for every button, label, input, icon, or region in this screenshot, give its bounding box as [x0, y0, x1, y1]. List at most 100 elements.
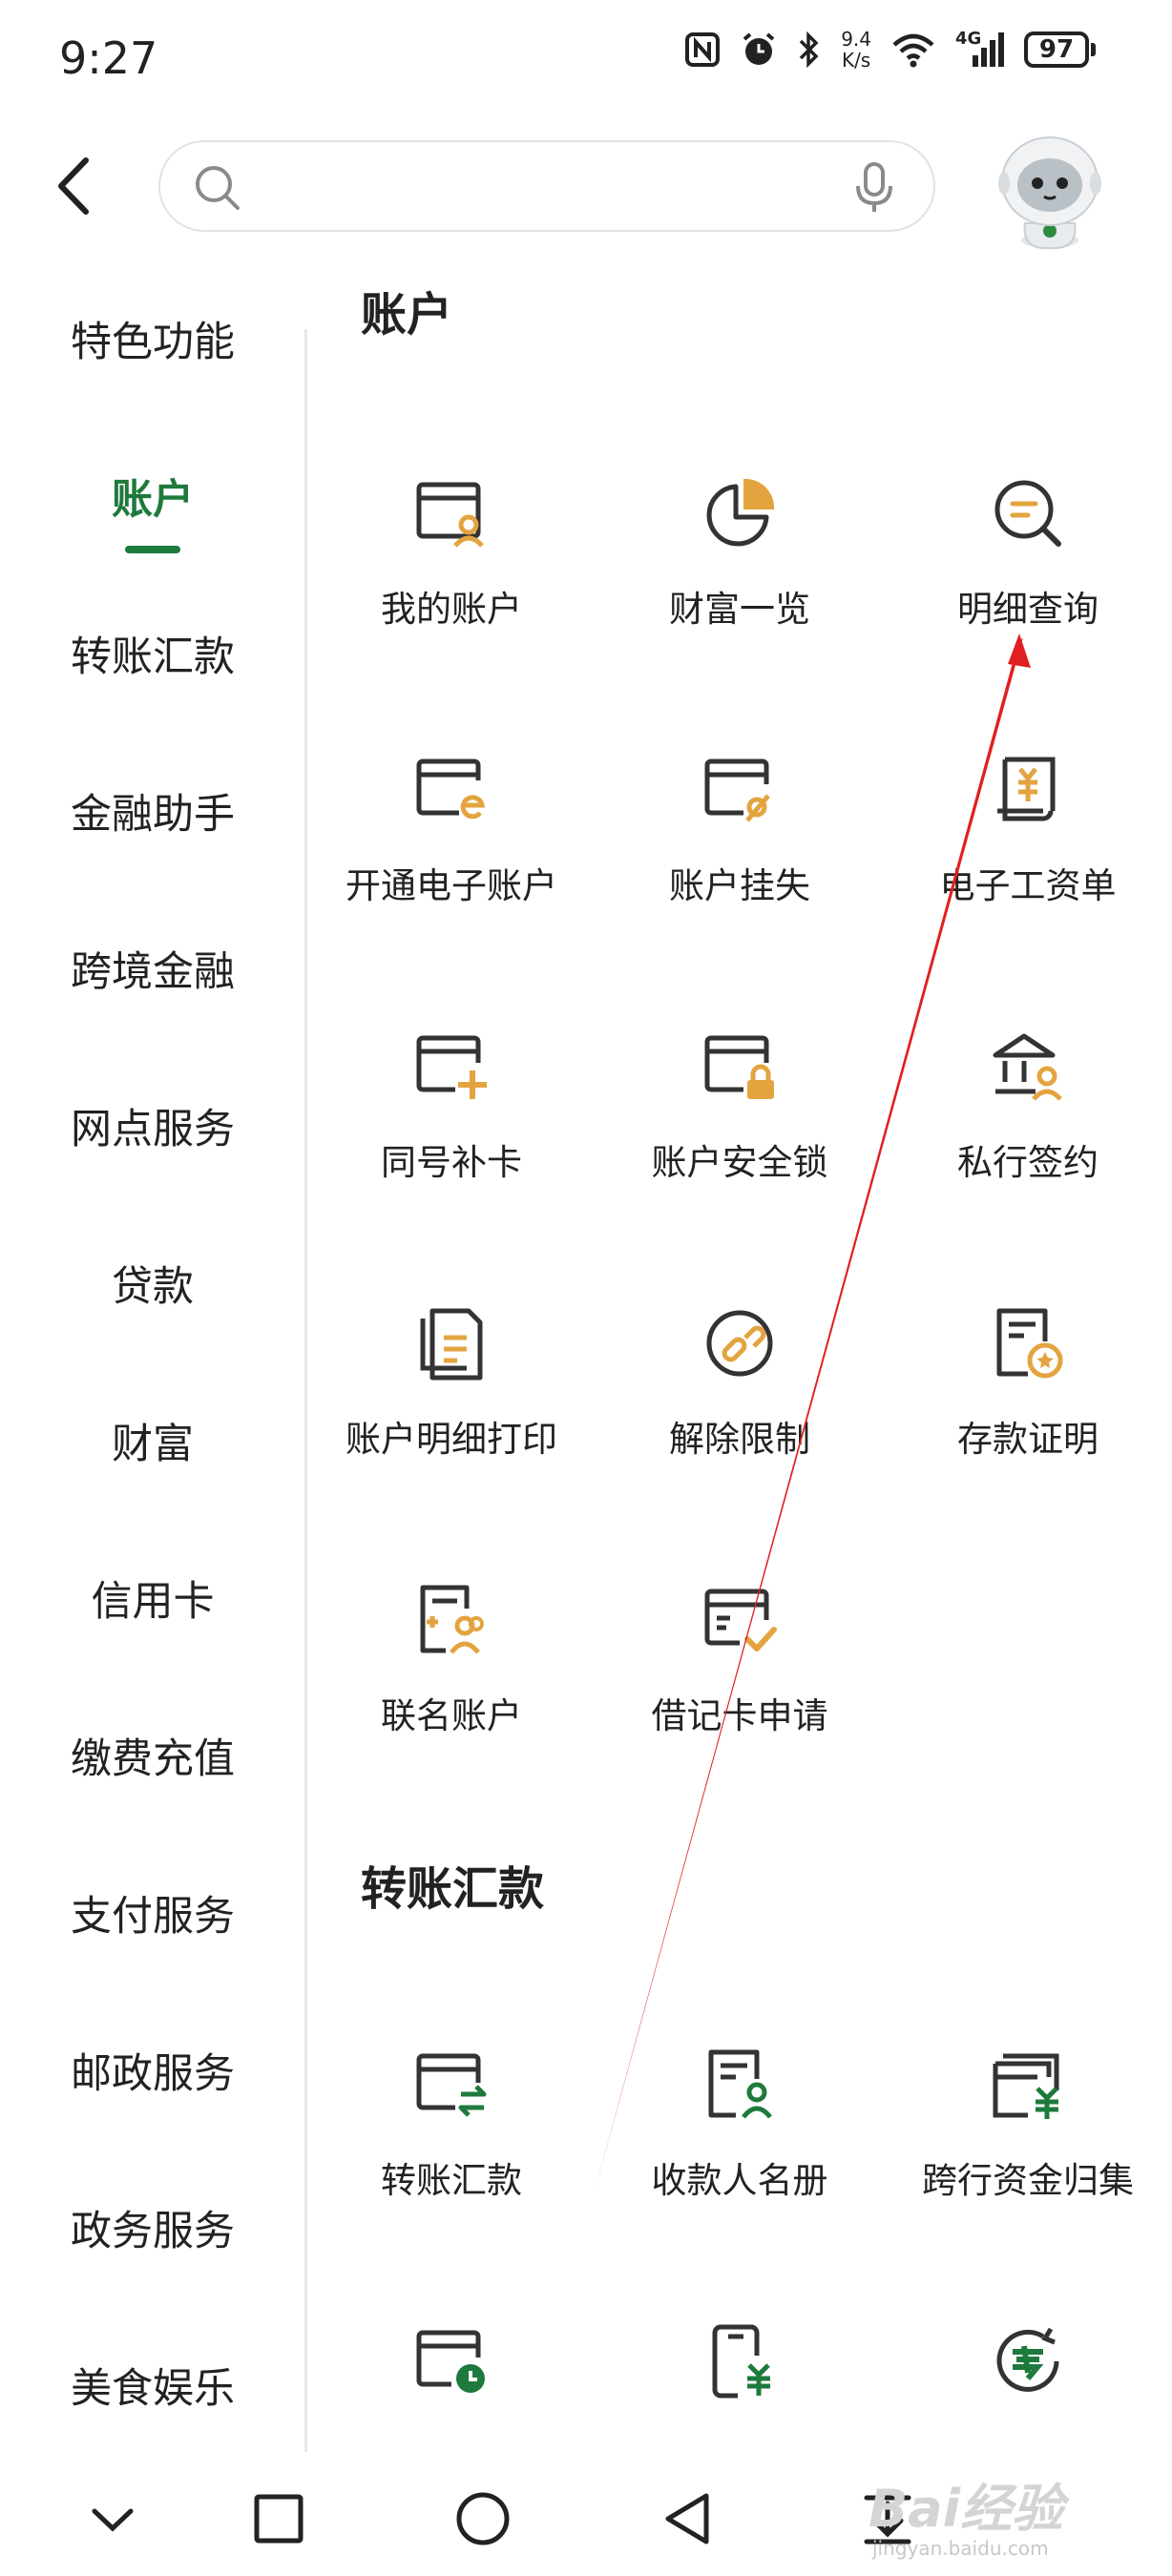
- download-tray-icon[interactable]: [849, 2481, 926, 2557]
- service-phone-transfer[interactable]: [596, 2323, 884, 2452]
- recents-square-icon[interactable]: [241, 2481, 317, 2557]
- battery-icon: 97: [1024, 31, 1096, 68]
- service-postal-remit[interactable]: [884, 2323, 1172, 2452]
- service-debit-card-apply[interactable]: 借记卡申请: [596, 1582, 884, 1801]
- account-card-user-icon: [416, 482, 484, 548]
- unlock-restriction-icon: [706, 1310, 773, 1377]
- category-nav: 特色功能 账户 转账汇款 金融助手 跨境金融 网点服务 贷款 财富 信用卡 缴费…: [0, 277, 305, 2452]
- nav-item-account[interactable]: 账户: [112, 476, 194, 524]
- service-label: 账户安全锁: [651, 1142, 828, 1183]
- watermark: Bai经验 jingyan.baidu.com: [869, 2466, 1136, 2571]
- service-fund-collection[interactable]: 跨行资金归集: [884, 2046, 1172, 2266]
- documents-print-icon: [420, 1308, 483, 1381]
- service-label: 收款人名册: [651, 2160, 828, 2201]
- service-wealth-overview[interactable]: 财富一览: [596, 475, 884, 695]
- service-label: 私行签约: [957, 1142, 1099, 1183]
- service-label: 借记卡申请: [651, 1695, 828, 1736]
- nav-item-loan[interactable]: 贷款: [112, 1263, 194, 1311]
- service-scheduled-transfer[interactable]: [307, 2323, 596, 2452]
- active-nav-indicator: [125, 546, 180, 553]
- nav-item-cross-border[interactable]: 跨境金融: [71, 948, 235, 996]
- service-e-payslip[interactable]: 电子工资单: [884, 752, 1172, 971]
- nav-item-finance-assistant[interactable]: 金融助手: [71, 791, 235, 839]
- net-speed: 9.4 K/s: [841, 28, 871, 72]
- service-detail-query[interactable]: 明细查询: [884, 475, 1172, 695]
- service-label: 账户挂失: [669, 865, 810, 906]
- service-label: 联名账户: [381, 1695, 522, 1736]
- nav-item-wealth[interactable]: 财富: [112, 1421, 194, 1468]
- watermark-logo: Bai经验: [869, 2479, 1064, 2539]
- card-lock-icon: [704, 1035, 774, 1099]
- service-lift-restriction[interactable]: 解除限制: [596, 1305, 884, 1525]
- service-label: 财富一览: [669, 589, 810, 630]
- microphone-icon[interactable]: [853, 161, 895, 218]
- card-e-icon: [416, 758, 486, 820]
- service-my-account[interactable]: 我的账户: [307, 475, 596, 695]
- astronaut-mascot-icon: [998, 136, 1101, 250]
- nav-item-government-service[interactable]: 政务服务: [71, 2208, 235, 2255]
- service-report-loss[interactable]: 账户挂失: [596, 752, 884, 971]
- nav-item-featured[interactable]: 特色功能: [71, 319, 235, 366]
- cellular-signal-icon: 4G: [955, 29, 1005, 69]
- nav-item-branch-service[interactable]: 网点服务: [71, 1106, 235, 1153]
- service-joint-account[interactable]: 联名账户: [307, 1582, 596, 1801]
- fund-collection-icon: [993, 2053, 1059, 2119]
- bluetooth-icon: [797, 31, 822, 69]
- chevron-left-icon: [58, 157, 89, 215]
- status-icons: 9.4 K/s 4G 97: [684, 29, 1096, 71]
- service-account-lock[interactable]: 账户安全锁: [596, 1028, 884, 1248]
- service-payee-list[interactable]: 收款人名册: [596, 2046, 884, 2266]
- nav-item-payment-service[interactable]: 支付服务: [71, 1893, 235, 1941]
- nav-item-transfer[interactable]: 转账汇款: [71, 634, 235, 681]
- status-bar: 9:27 9.4 K/s 4G 97: [0, 0, 1172, 114]
- card-plus-icon: [416, 1035, 487, 1099]
- service-private-banking[interactable]: 私行签约: [884, 1028, 1172, 1248]
- section-title-account: 账户: [361, 288, 453, 342]
- card-transfer-icon: [416, 2053, 487, 2117]
- bank-user-icon: [993, 1033, 1062, 1101]
- system-nav-bar: [0, 2452, 1172, 2576]
- home-circle-icon[interactable]: [445, 2481, 521, 2557]
- postal-logo-icon: [996, 2327, 1059, 2392]
- status-time: 9:27: [59, 32, 158, 84]
- nav-item-postal-service[interactable]: 邮政服务: [71, 2050, 235, 2098]
- service-label: 存款证明: [957, 1419, 1099, 1460]
- card-clock-icon: [416, 2330, 485, 2393]
- nav-item-food-entertainment[interactable]: 美食娱乐: [71, 2365, 235, 2413]
- chevron-down-icon[interactable]: [74, 2481, 151, 2557]
- nav-item-credit-card[interactable]: 信用卡: [91, 1578, 215, 1626]
- payslip-icon: [997, 757, 1056, 821]
- service-label: 明细查询: [957, 589, 1099, 630]
- wifi-icon: [890, 31, 936, 68]
- card-report-loss-icon: [704, 758, 770, 822]
- service-label: 解除限制: [669, 1419, 810, 1460]
- service-label: 账户明细打印: [345, 1419, 557, 1460]
- debit-card-apply-icon: [704, 1589, 777, 1652]
- back-triangle-icon[interactable]: [649, 2481, 725, 2557]
- joint-account-icon: [420, 1585, 484, 1654]
- deposit-certificate-icon: [996, 1308, 1063, 1379]
- service-deposit-certificate[interactable]: 存款证明: [884, 1305, 1172, 1525]
- service-transfer[interactable]: 转账汇款: [307, 2046, 596, 2266]
- alarm-icon: [740, 31, 778, 69]
- nav-divider: [304, 329, 307, 2452]
- service-detail-print[interactable]: 账户明细打印: [307, 1305, 596, 1525]
- service-label: 开通电子账户: [345, 865, 557, 906]
- search-box[interactable]: [158, 140, 935, 232]
- phone-yuan-icon: [712, 2324, 770, 2399]
- search-icon: [193, 163, 242, 217]
- search-input[interactable]: [256, 159, 813, 215]
- service-label: 同号补卡: [381, 1142, 522, 1183]
- detail-search-icon: [994, 480, 1061, 547]
- service-label: 电子工资单: [939, 865, 1117, 906]
- back-button[interactable]: [50, 153, 107, 219]
- service-open-e-account[interactable]: 开通电子账户: [307, 752, 596, 971]
- avatar[interactable]: [993, 128, 1107, 252]
- service-label: 跨行资金归集: [922, 2160, 1134, 2201]
- payee-list-icon: [708, 2049, 772, 2119]
- pie-chart-icon: [706, 478, 775, 547]
- service-reissue-card[interactable]: 同号补卡: [307, 1028, 596, 1248]
- nav-item-bill-payment[interactable]: 缴费充值: [71, 1735, 235, 1783]
- service-label: 我的账户: [381, 589, 522, 630]
- service-content: 账户 我的账户 财富一览 明细查询 开通电子账户: [307, 277, 1172, 2452]
